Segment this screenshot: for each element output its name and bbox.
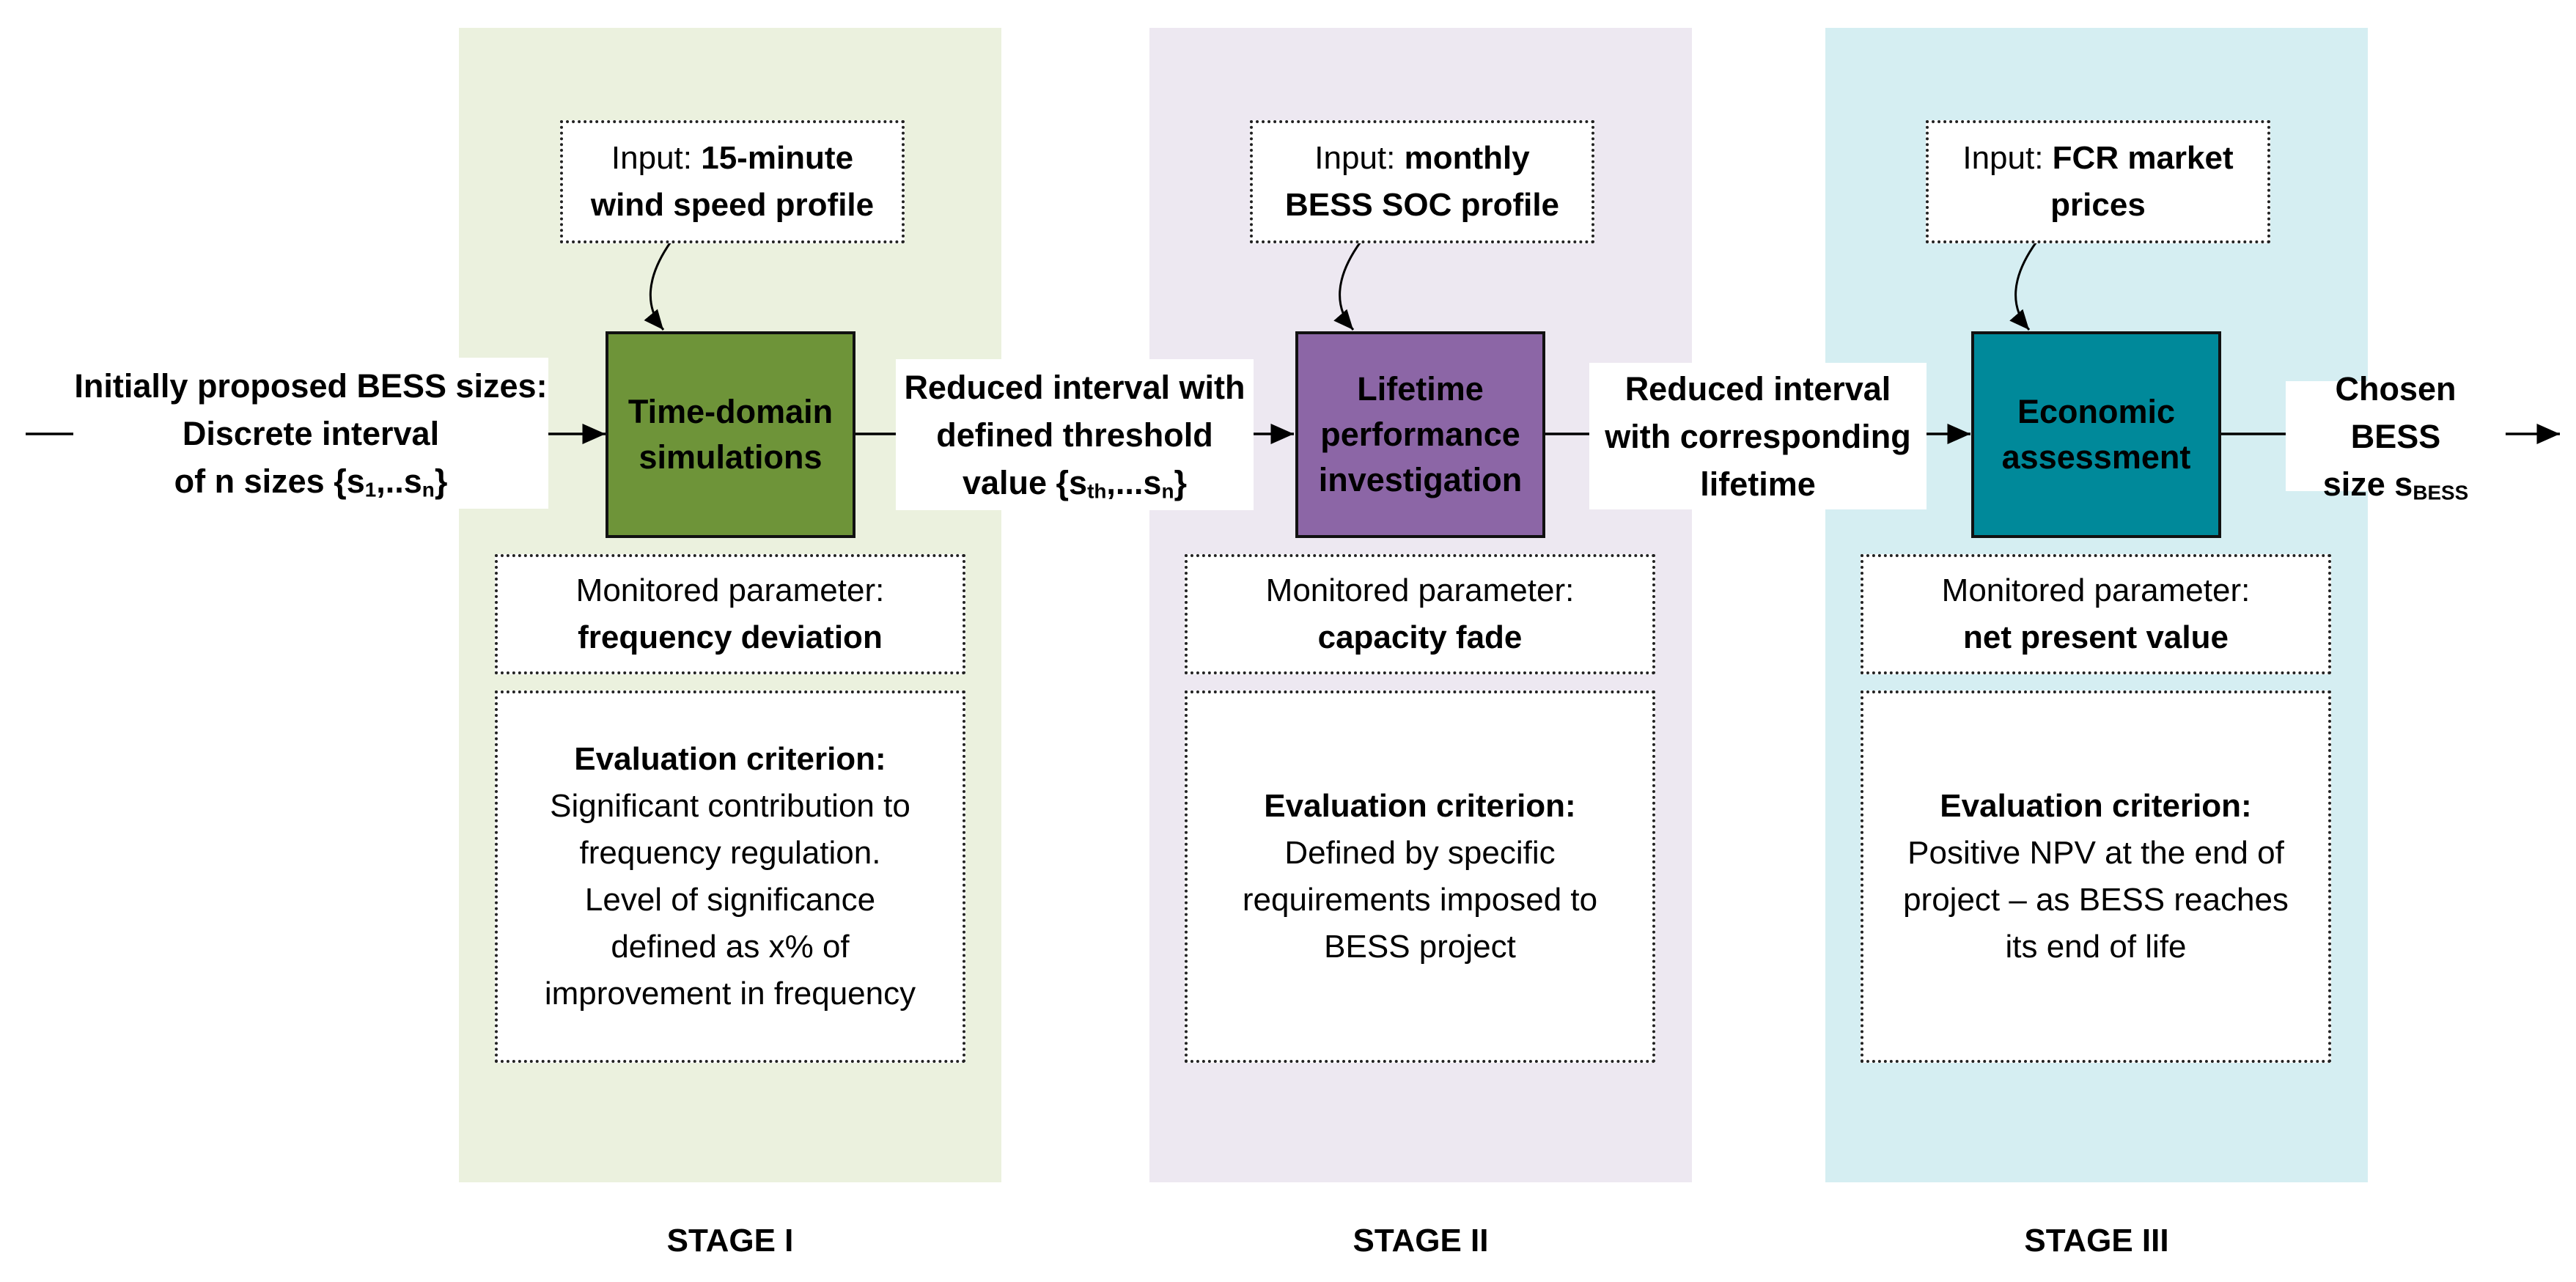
chosen-bess-size-label: Chosen BESS size sBESS <box>2286 370 2506 503</box>
stage-1-process-box: Time-domain simulations <box>606 331 855 538</box>
input-arrow-stage-2 <box>1333 241 1362 331</box>
stage-2-monitored-box: Monitored parameter: capacity fade <box>1185 554 1655 674</box>
initial-sizes-label: Initially proposed BESS sizes: Discrete … <box>73 358 548 509</box>
stage-1-input-box: Input: 15-minute wind speed profile <box>560 120 905 243</box>
input-arrow-stage-3 <box>2009 241 2038 331</box>
stage-3-input-box: Input: FCR market prices <box>1926 120 2270 243</box>
stage-3-evaluation-box: Evaluation criterion: Positive NPV at th… <box>1861 690 2331 1063</box>
stage-1-label: STAGE I <box>666 1223 794 1259</box>
stage-3-process-box: Economic assessment <box>1971 331 2221 538</box>
stage-1-monitored-box: Monitored parameter: frequency deviation <box>495 554 965 674</box>
reduced-interval-lifetime-label: Reduced interval with corresponding life… <box>1589 363 1927 509</box>
stage-1-evaluation-box: Evaluation criterion: Significant contri… <box>495 690 965 1063</box>
input-arrow-stage-1 <box>644 241 672 331</box>
stage-2-evaluation-box: Evaluation criterion: Defined by specifi… <box>1185 690 1655 1063</box>
stage-2-process-box: Lifetime performance investigation <box>1295 331 1545 538</box>
stage-2-input-box: Input: monthly BESS SOC profile <box>1250 120 1594 243</box>
stage-2-label: STAGE II <box>1353 1223 1489 1259</box>
stage-3-label: STAGE III <box>2024 1223 2169 1259</box>
reduced-interval-threshold-label: Reduced interval with defined threshold … <box>896 359 1254 510</box>
stage-3-monitored-box: Monitored parameter: net present value <box>1861 554 2331 674</box>
